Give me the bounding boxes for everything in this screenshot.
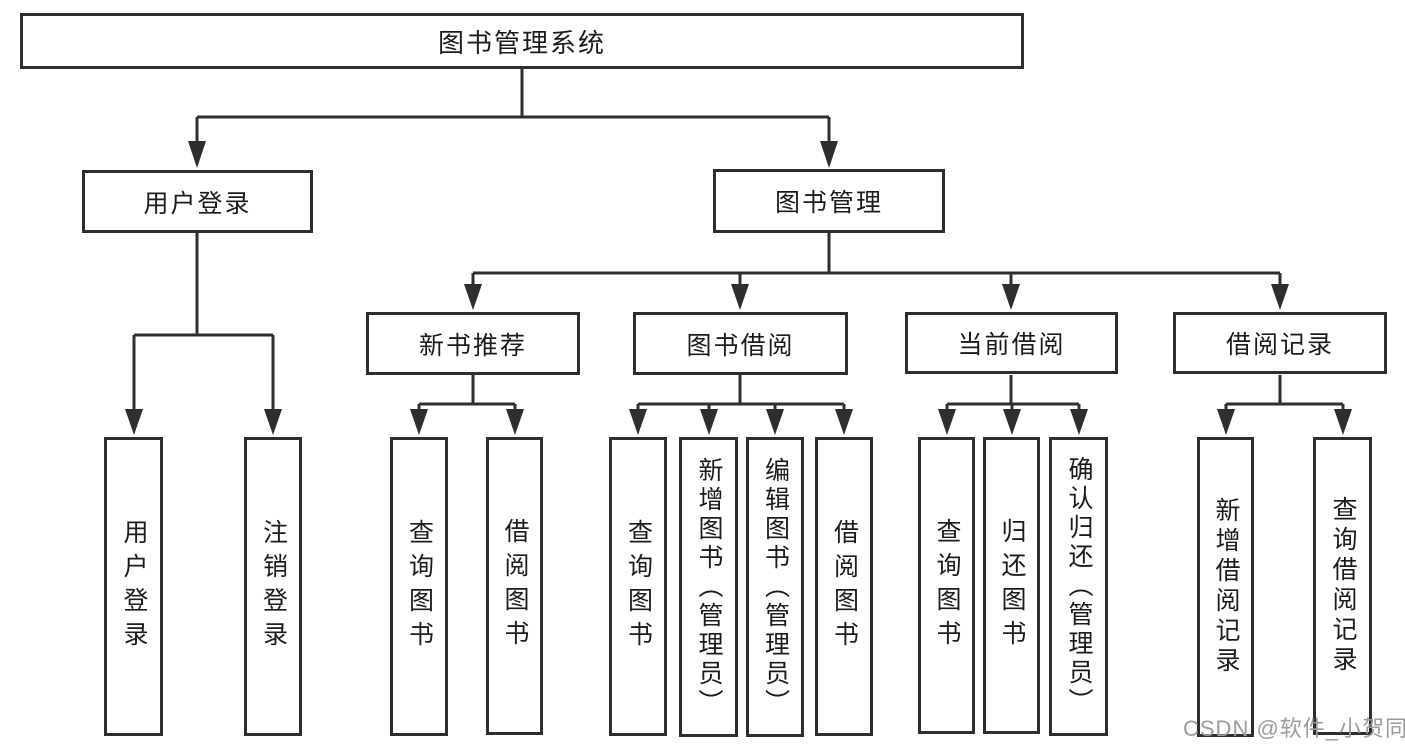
node-book-management: 图书管理 xyxy=(713,169,945,233)
arrowhead xyxy=(938,409,956,435)
arrowhead xyxy=(835,409,853,435)
node-book-borrowing: 图书借阅 xyxy=(633,312,848,375)
leaf-borrowing-query-books: 查询图书 xyxy=(609,437,667,736)
arrowhead xyxy=(506,409,524,435)
arrowhead xyxy=(188,141,206,168)
arrowhead xyxy=(629,409,647,435)
leaf-borrowing-add-books-admin: 新增图书（管理员） xyxy=(679,437,738,737)
arrowhead xyxy=(1003,409,1021,435)
leaf-records-add-record: 新增借阅记录 xyxy=(1197,437,1254,737)
leaf-borrowing-edit-books-admin: 编辑图书（管理员） xyxy=(746,437,804,737)
arrowhead xyxy=(1070,409,1088,435)
leaf-current-query-books: 查询图书 xyxy=(918,437,975,734)
arrowhead xyxy=(1002,284,1020,310)
node-user-login: 用户登录 xyxy=(82,170,313,233)
arrowhead xyxy=(1334,409,1352,435)
arrowhead xyxy=(264,409,282,435)
leaf-logout-login: 注销登录 xyxy=(244,437,302,736)
arrowhead xyxy=(464,284,482,310)
leaf-borrowing-borrow-books: 借阅图书 xyxy=(815,437,873,736)
leaf-records-query-record: 查询借阅记录 xyxy=(1313,437,1372,735)
csdn-watermark: CSDN @软件_小贺同学 xyxy=(1183,716,1405,741)
leaf-user-login: 用户登录 xyxy=(104,437,163,736)
node-borrow-records: 借阅记录 xyxy=(1173,312,1387,374)
arrowhead xyxy=(1271,284,1289,310)
arrowhead xyxy=(820,141,838,168)
node-current-borrowing: 当前借阅 xyxy=(905,312,1118,374)
connector-path xyxy=(132,69,1345,410)
arrowhead xyxy=(125,409,143,435)
node-root: 图书管理系统 xyxy=(20,13,1024,69)
leaf-current-confirm-return-admin: 确认归还（管理员） xyxy=(1049,437,1108,736)
leaf-recommend-borrow-books: 借阅图书 xyxy=(486,437,543,735)
arrowhead xyxy=(700,409,718,435)
leaf-current-return-books: 归还图书 xyxy=(983,437,1040,734)
leaf-recommend-query-books: 查询图书 xyxy=(390,437,448,736)
arrowhead xyxy=(410,409,428,435)
arrowhead xyxy=(766,409,784,435)
arrowhead xyxy=(731,284,749,310)
arrowhead xyxy=(1217,409,1235,435)
node-new-book-recommend: 新书推荐 xyxy=(366,312,580,375)
